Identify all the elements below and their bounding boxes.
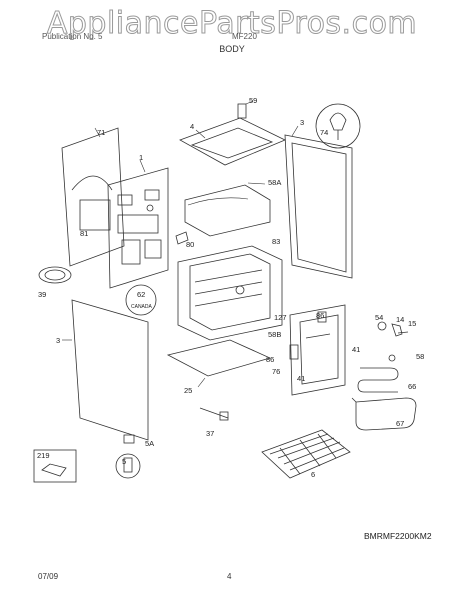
callout-6: 6 — [311, 470, 315, 479]
callout-4: 4 — [190, 122, 194, 131]
callout-39: 39 — [38, 290, 46, 299]
callout-5: 5 — [122, 457, 126, 466]
front-frame — [289, 304, 346, 396]
reference-62-note: CANADA — [131, 304, 153, 310]
part-5-leveling-leg — [115, 453, 141, 479]
callout-1: 1 — [139, 153, 143, 162]
callout-219: 219 — [37, 451, 50, 460]
callout-81: 81 — [80, 229, 88, 238]
callout-41-left: 41 — [297, 374, 305, 383]
part-58a-insulation — [184, 182, 271, 237]
callout-54: 54 — [375, 313, 383, 322]
callout-58a: 58A — [268, 178, 281, 187]
callout-74: 74 — [320, 128, 328, 137]
part-3-side-panel-right — [284, 125, 353, 279]
callout-71: 71 — [97, 128, 105, 137]
part-66-broil-element — [357, 354, 399, 393]
callout-5a: 5A — [145, 439, 154, 448]
part-80-clip — [175, 231, 189, 245]
part-6-oven-rack — [261, 429, 351, 479]
part-219-box — [33, 449, 77, 483]
callout-66: 66 — [408, 382, 416, 391]
callout-37: 37 — [206, 429, 214, 438]
part-37-screw — [199, 407, 229, 421]
callout-86-lower: 86 — [266, 355, 274, 364]
callout-80: 80 — [186, 240, 194, 249]
callout-62: 62 — [137, 290, 145, 299]
callout-83: 83 — [272, 237, 280, 246]
callout-3-left: 3 — [56, 336, 60, 345]
model-number: MF220 — [232, 32, 257, 41]
oven-cavity — [177, 245, 283, 341]
site-watermark: AppliancePartsPros.com — [46, 6, 418, 42]
diagram-model-code: BMRMF2200KM2 — [364, 531, 432, 541]
part-3-side-panel-left — [62, 299, 149, 441]
part-71-back-panel — [61, 127, 125, 267]
callout-86-upper: 86 — [316, 311, 324, 320]
callout-58b: 58B — [268, 330, 281, 339]
callout-25: 25 — [184, 386, 192, 395]
part-59-bracket — [237, 100, 254, 119]
part-74-wire-harness — [315, 103, 361, 149]
callout-67: 67 — [396, 419, 404, 428]
part-39-wire-coil — [38, 266, 72, 284]
part-1-inner-panel — [107, 159, 169, 289]
callout-59: 59 — [249, 96, 257, 105]
part-54-switch — [377, 321, 409, 337]
section-title: BODY — [219, 44, 245, 54]
callout-15: 15 — [408, 319, 416, 328]
footer-page-number: 4 — [227, 572, 232, 581]
callout-14: 14 — [396, 315, 404, 324]
part-62-reference-circle — [125, 284, 157, 316]
footer-date: 07/09 — [38, 572, 59, 581]
callout-41-right: 41 — [352, 345, 360, 354]
callout-3-right: 3 — [300, 118, 304, 127]
part-67-bake-element — [351, 397, 417, 431]
callout-58: 58 — [416, 352, 424, 361]
publication-number: Publication No. 5 — [42, 32, 103, 41]
callout-127: 127 — [274, 313, 287, 322]
callout-76: 76 — [272, 367, 280, 376]
part-25-bottom-plate — [166, 339, 272, 388]
part-5a-leveling-bracket — [123, 434, 135, 444]
part-4-top-plate — [179, 117, 286, 166]
